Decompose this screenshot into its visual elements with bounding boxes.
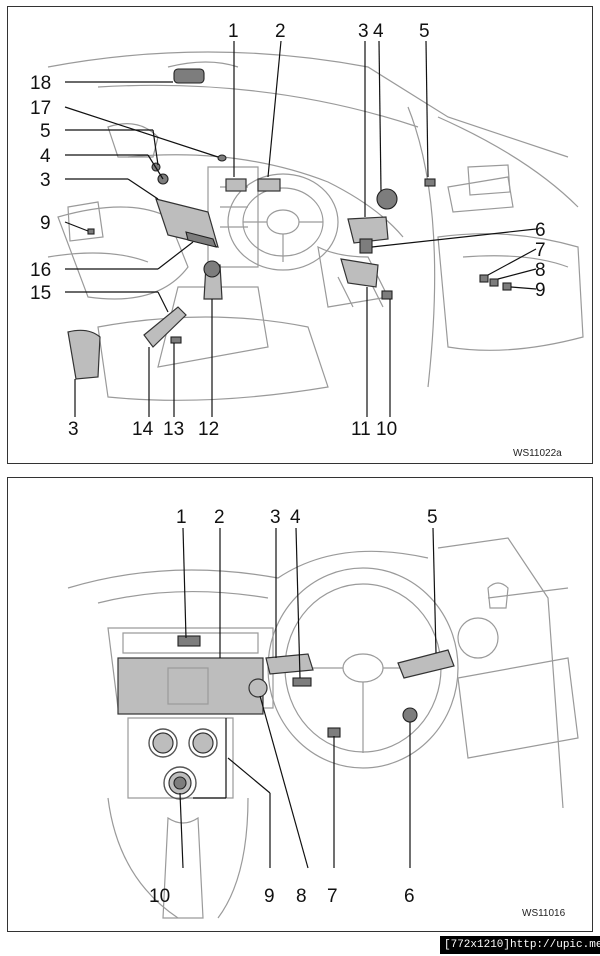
callout-9: 9 [264,886,275,907]
center-vent-part [225,178,247,192]
callout-6: 6 [404,886,415,907]
callout-numbers: 1 2 3 4 5 18 17 5 4 3 9 16 15 3 14 13 12… [30,21,562,459]
light-switch-part [265,653,314,675]
callout-14: 14 [132,419,154,440]
callout-7: 7 [327,886,338,907]
console-switch-part [170,336,182,344]
overhead-console-part [173,68,205,84]
gauge-part [257,178,281,192]
callout-6: 6 [535,220,546,241]
callout-5: 5 [419,21,430,42]
window-switch-2-part [489,278,499,287]
glovebox-part [340,258,379,288]
ignition-part [248,678,268,698]
hazard-switch-part [177,635,201,647]
diagram-code: WS11016 [522,908,566,919]
callout-9-left: 9 [40,213,51,234]
left-air-vent-part [155,198,219,248]
callout-1: 1 [176,507,187,528]
highlighted-parts [67,68,512,380]
callout-18: 18 [30,73,51,94]
door-light-part [424,178,436,187]
callout-10: 10 [376,419,397,440]
callout-2: 2 [275,21,286,42]
shift-knob-part [203,260,221,278]
callout-10: 10 [149,886,170,907]
parking-brake-part [143,306,187,348]
callout-7: 7 [535,240,546,261]
column-switch-part [327,727,341,738]
right-dash-part [347,216,389,244]
callout-12: 12 [198,419,219,440]
callout-numbers: 1 2 3 4 5 10 9 8 7 6 WS11016 [149,507,566,919]
callout-13: 13 [163,419,184,440]
interior-line-art [47,51,584,401]
callout-3-bottom: 3 [68,419,79,440]
callout-5: 5 [427,507,438,528]
door-switch-part [87,228,95,235]
lever-part [381,290,393,300]
callout-16: 16 [30,260,51,281]
callout-4: 4 [290,507,301,528]
switch-part [359,238,373,254]
wiper-switch-part [397,649,455,679]
interior-overview-drawing: 1 2 3 4 5 18 17 5 4 3 9 16 15 3 14 13 12… [30,21,584,459]
callout-15: 15 [30,283,51,304]
callout-3: 3 [358,21,369,42]
callout-1: 1 [228,21,239,42]
right-knob-part [402,707,418,723]
interior-overview-diagram: 1 2 3 4 5 18 17 5 4 3 9 16 15 3 14 13 12… [7,6,593,464]
callout-11: 11 [351,419,371,440]
right-dial-part [192,732,214,754]
callout-4: 4 [373,21,384,42]
callout-8: 8 [535,260,546,281]
window-switch-1-part [479,274,489,283]
dashboard-detail-diagram: 1 2 3 4 5 10 9 8 7 6 WS11016 [7,477,593,932]
leader-lines [64,40,537,417]
callout-5-left: 5 [40,121,51,142]
diagram-code: WS11022a [513,448,562,459]
callout-8: 8 [296,886,307,907]
door-pocket-part [67,329,101,380]
lower-dash-part [185,231,217,248]
dashboard-line-art [67,537,579,919]
dashboard-detail-drawing: 1 2 3 4 5 10 9 8 7 6 WS11016 [67,507,579,919]
audio-unit-part [117,657,264,715]
highlighted-parts [117,635,455,795]
callout-2: 2 [214,507,225,528]
callout-17: 17 [30,98,51,119]
callout-3-left: 3 [40,170,51,191]
bottom-dial-center [173,776,187,790]
image-source-footer: [772x1210]http://upic.me/ [440,936,600,954]
window-switch-3-part [502,282,512,291]
callout-9-right: 9 [535,280,546,301]
right-vent-part [376,188,398,210]
light-part [217,154,227,162]
leader-lines [179,527,437,869]
left-dial-part [152,732,174,754]
callout-4-left: 4 [40,146,51,167]
mirror-adjust-part [292,677,312,687]
callout-3: 3 [270,507,281,528]
